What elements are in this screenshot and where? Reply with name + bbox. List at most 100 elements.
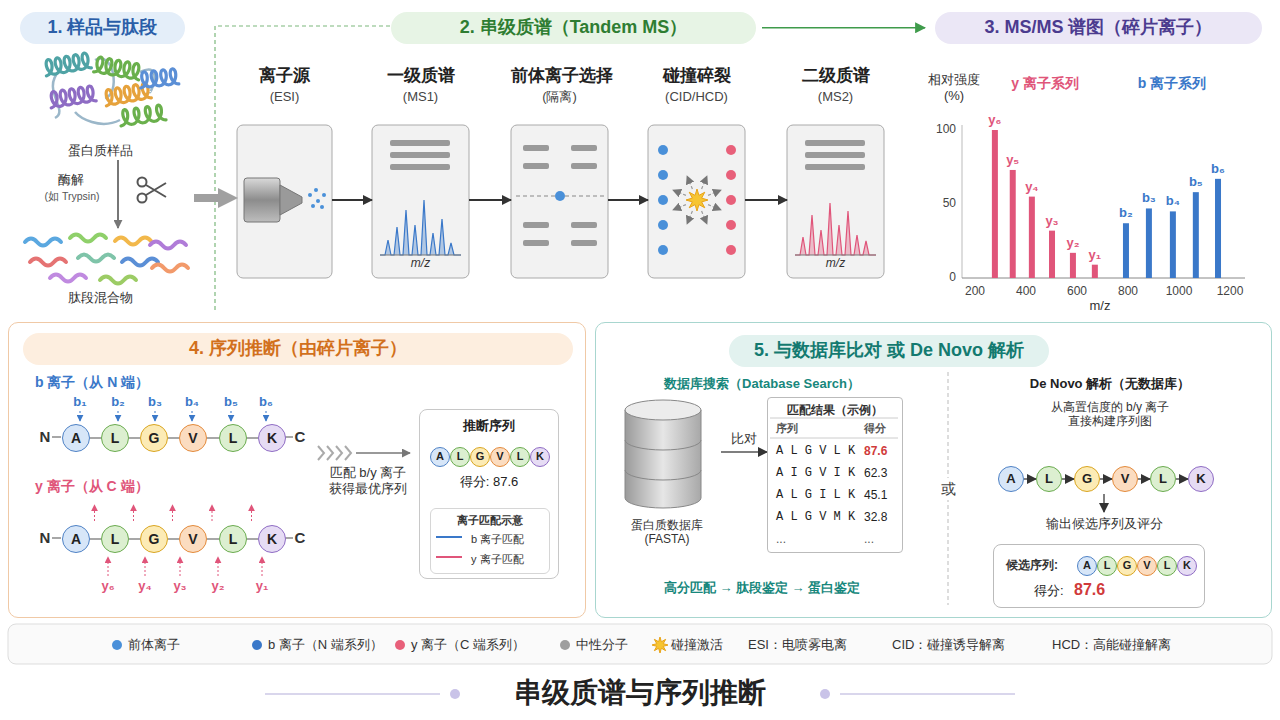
connector <box>207 437 219 439</box>
label: b₂ <box>111 394 125 410</box>
amino-acid-node: V <box>179 525 207 553</box>
label: y 离子系列 <box>1011 75 1079 92</box>
spray-droplet <box>322 193 326 197</box>
node-text: 87.6 <box>1074 580 1105 599</box>
amino-acid-node: G <box>470 447 490 467</box>
label: C <box>295 428 306 446</box>
label: y₂ <box>211 578 224 594</box>
y-ion-dot <box>726 245 736 255</box>
y-ion-dot <box>726 170 736 180</box>
y-cleavage-arrow <box>145 557 146 576</box>
analyzer-rod <box>805 140 865 146</box>
residue-letter: L <box>220 526 246 552</box>
legend-text: b 离子（N 端系列） <box>268 637 383 653</box>
chevron <box>345 446 351 460</box>
label: y₁ <box>1089 247 1102 263</box>
y-ion-peak <box>992 130 998 278</box>
amino-acid-node: A <box>430 447 450 467</box>
instrument-stage: 二级质谱(MS2)m/z <box>787 62 884 278</box>
node-text: 推断序列 <box>420 418 558 434</box>
analyzer-rod <box>390 140 450 146</box>
title-dot <box>820 689 830 699</box>
label: b₃ <box>1142 190 1156 206</box>
b-ion-dot <box>658 170 668 180</box>
connector <box>247 538 258 540</box>
label: De Novo 解析（无数据库） <box>1030 376 1190 392</box>
chevron <box>327 446 333 460</box>
spray-droplet <box>308 193 312 197</box>
panel-heading: 1. 样品与肽段 <box>20 12 185 44</box>
quadrupole-rod <box>571 222 597 228</box>
instrument-stage: 一级质谱(MS1)m/z <box>372 62 469 278</box>
fragment-arrow <box>702 211 707 224</box>
node-text: y 离子匹配 <box>471 553 524 566</box>
fragment-arrow <box>708 205 721 210</box>
connector-label: 比对 <box>729 431 759 447</box>
scissors <box>138 178 147 187</box>
database-cylinder <box>625 400 701 420</box>
label: (如 Trypsin) <box>45 190 100 203</box>
y-cleavage-arrow <box>262 557 263 576</box>
label: 1200 <box>1217 284 1244 298</box>
b-ion-peak <box>1146 208 1152 278</box>
connector <box>129 437 140 439</box>
connector <box>745 199 787 201</box>
quadrupole-rod <box>523 240 549 246</box>
label: b 离子（从 N 端） <box>35 374 149 391</box>
b-cleavage-arrow <box>192 411 193 421</box>
label: C <box>295 529 306 547</box>
b-ion-dot <box>658 245 668 255</box>
residue-letter: L <box>1151 467 1175 491</box>
legend-text: 前体离子 <box>128 637 180 653</box>
amino-acid-node: L <box>219 424 247 452</box>
instrument-box <box>787 125 884 278</box>
y-cleavage-arrow <box>172 505 173 521</box>
connector <box>1138 478 1150 480</box>
b-ion-peak <box>1170 211 1176 278</box>
residue-letter: L <box>1037 467 1061 491</box>
y-cleavage-arrow <box>218 557 219 576</box>
label: b₆ <box>259 394 273 410</box>
database: 蛋白质数据库 (FASTA) <box>613 396 721 566</box>
fragment-arrow <box>687 176 692 189</box>
protein-helix <box>51 86 96 108</box>
node-text: 前体离子选择 <box>511 66 608 86</box>
label: 蛋白质样品 <box>68 143 133 159</box>
spectrum-axis <box>380 255 461 256</box>
peptide <box>78 255 114 262</box>
terminus-bond <box>285 537 293 539</box>
connector <box>1062 478 1074 480</box>
label: 酶解 <box>58 172 84 188</box>
legend-text: 碰撞激活 <box>671 637 723 653</box>
panel-heading: 2. 串级质谱（Tandem MS） <box>391 12 756 44</box>
digest-arrow <box>117 160 119 228</box>
protein-helix <box>94 57 139 80</box>
residue-letter: V <box>180 526 206 552</box>
residue-letter: K <box>531 448 549 466</box>
label: y₃ <box>173 578 186 594</box>
esi-nozzle <box>244 178 280 222</box>
fragment-arrow <box>708 190 721 195</box>
amino-acid-node: L <box>450 447 470 467</box>
label: y₄ <box>1025 179 1038 195</box>
residue-letter: V <box>180 425 206 451</box>
label: y₁ <box>256 578 269 594</box>
quadrupole-rod <box>571 145 597 151</box>
connector <box>1024 478 1036 480</box>
node-text: 得分: 87.6 <box>420 474 558 490</box>
y-ion-dot <box>726 195 736 205</box>
fragment-arrow <box>673 205 686 210</box>
amino-acid-node: A <box>62 525 90 553</box>
amino-acid-node: K <box>258 525 286 553</box>
label: b₆ <box>1211 161 1225 177</box>
residue-letter: L <box>451 448 469 466</box>
title-rule <box>265 693 440 695</box>
spray-droplet <box>316 199 320 203</box>
chevron <box>318 446 324 460</box>
peptide <box>150 242 186 249</box>
node-text: 序列 <box>776 422 798 435</box>
amino-acid-node: V <box>1137 556 1157 576</box>
b-cleavage-arrow <box>118 411 119 421</box>
amino-acid-node: L <box>101 525 129 553</box>
label: N <box>40 428 51 446</box>
